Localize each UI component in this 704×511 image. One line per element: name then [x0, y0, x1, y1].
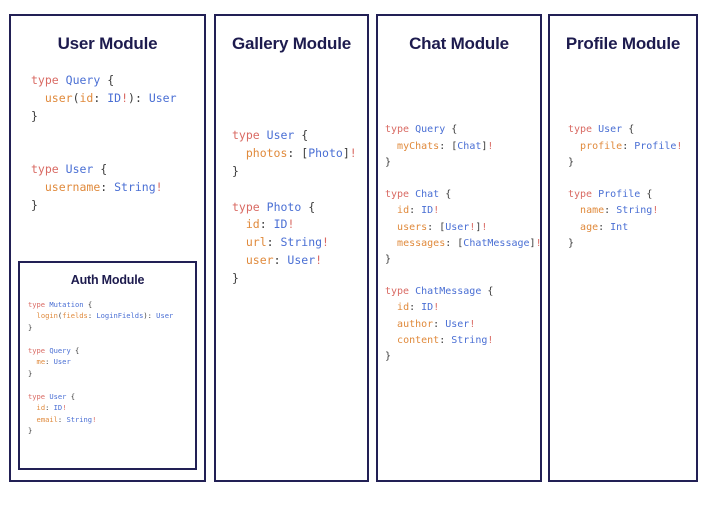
- module-panel-gallery[interactable]: Gallery Module type User { photos: [Phot…: [214, 14, 369, 482]
- module-title-gallery: Gallery Module: [231, 34, 352, 53]
- module-title-profile: Profile Module: [565, 34, 681, 53]
- module-title-user: User Module: [57, 34, 158, 53]
- module-panel-auth[interactable]: Auth Module type Mutation { login(fields…: [18, 261, 197, 470]
- module-title-chat: Chat Module: [409, 34, 509, 53]
- module-panel-chat[interactable]: Chat Module type Query { myChats: [Chat]…: [376, 14, 542, 482]
- module-code-profile: type User { profile: Profile! } type Pro…: [568, 124, 683, 249]
- module-code-chat: type Query { myChats: [Chat]! } type Cha…: [385, 124, 542, 363]
- module-code-gallery: type User { photos: [Photo]! } type Phot…: [232, 128, 357, 285]
- module-panel-user[interactable]: User Module type Query { user(id: ID!): …: [9, 14, 206, 482]
- module-code-user: type Query { user(id: ID!): User } type …: [31, 73, 177, 213]
- module-title-auth: Auth Module: [70, 273, 145, 287]
- module-code-auth: type Mutation { login(fields: LoginField…: [28, 300, 174, 436]
- module-panel-profile[interactable]: Profile Module type User { profile: Prof…: [548, 14, 698, 482]
